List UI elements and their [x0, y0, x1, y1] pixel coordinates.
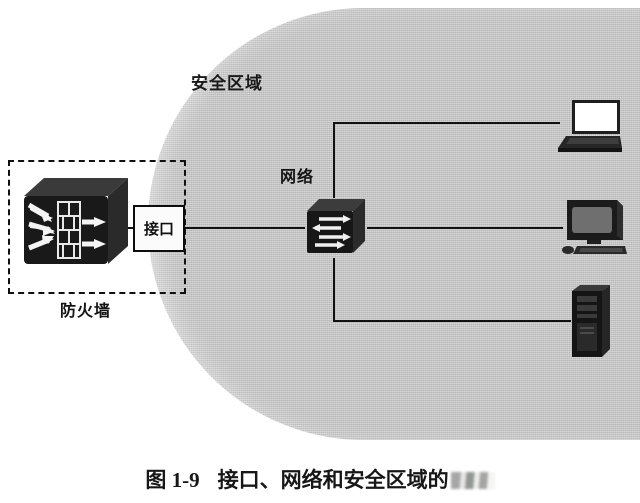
figure-caption: 图 1-9 接口、网络和安全区域的 [0, 464, 640, 494]
link-firewall-interface [127, 227, 135, 229]
link-network-server-horizontal [333, 320, 571, 322]
interface-box: 接口 [133, 205, 185, 252]
network-switch-icon [303, 195, 369, 261]
security-zone-region [148, 8, 640, 440]
link-network-laptop-vertical [333, 122, 335, 198]
figure-number: 图 1-9 [145, 468, 200, 492]
link-interface-network [185, 227, 305, 229]
figure-caption-text: 接口、网络和安全区域的 [217, 468, 449, 492]
desktop-computer-icon [561, 196, 627, 258]
network-label: 网络 [280, 169, 315, 186]
firewall-label: 防火墙 [60, 303, 112, 320]
interface-label: 接口 [143, 221, 174, 238]
link-network-server-vertical [333, 258, 335, 322]
security-zone-label: 安全区域 [191, 74, 263, 93]
link-network-laptop-horizontal [333, 122, 560, 124]
firewall-boundary [8, 160, 186, 294]
laptop-icon [556, 98, 626, 156]
redacted-text-smudge [450, 472, 495, 489]
link-network-desktop [367, 227, 563, 229]
firewall-brickwall-icon [18, 172, 130, 282]
server-tower-icon [568, 283, 614, 359]
